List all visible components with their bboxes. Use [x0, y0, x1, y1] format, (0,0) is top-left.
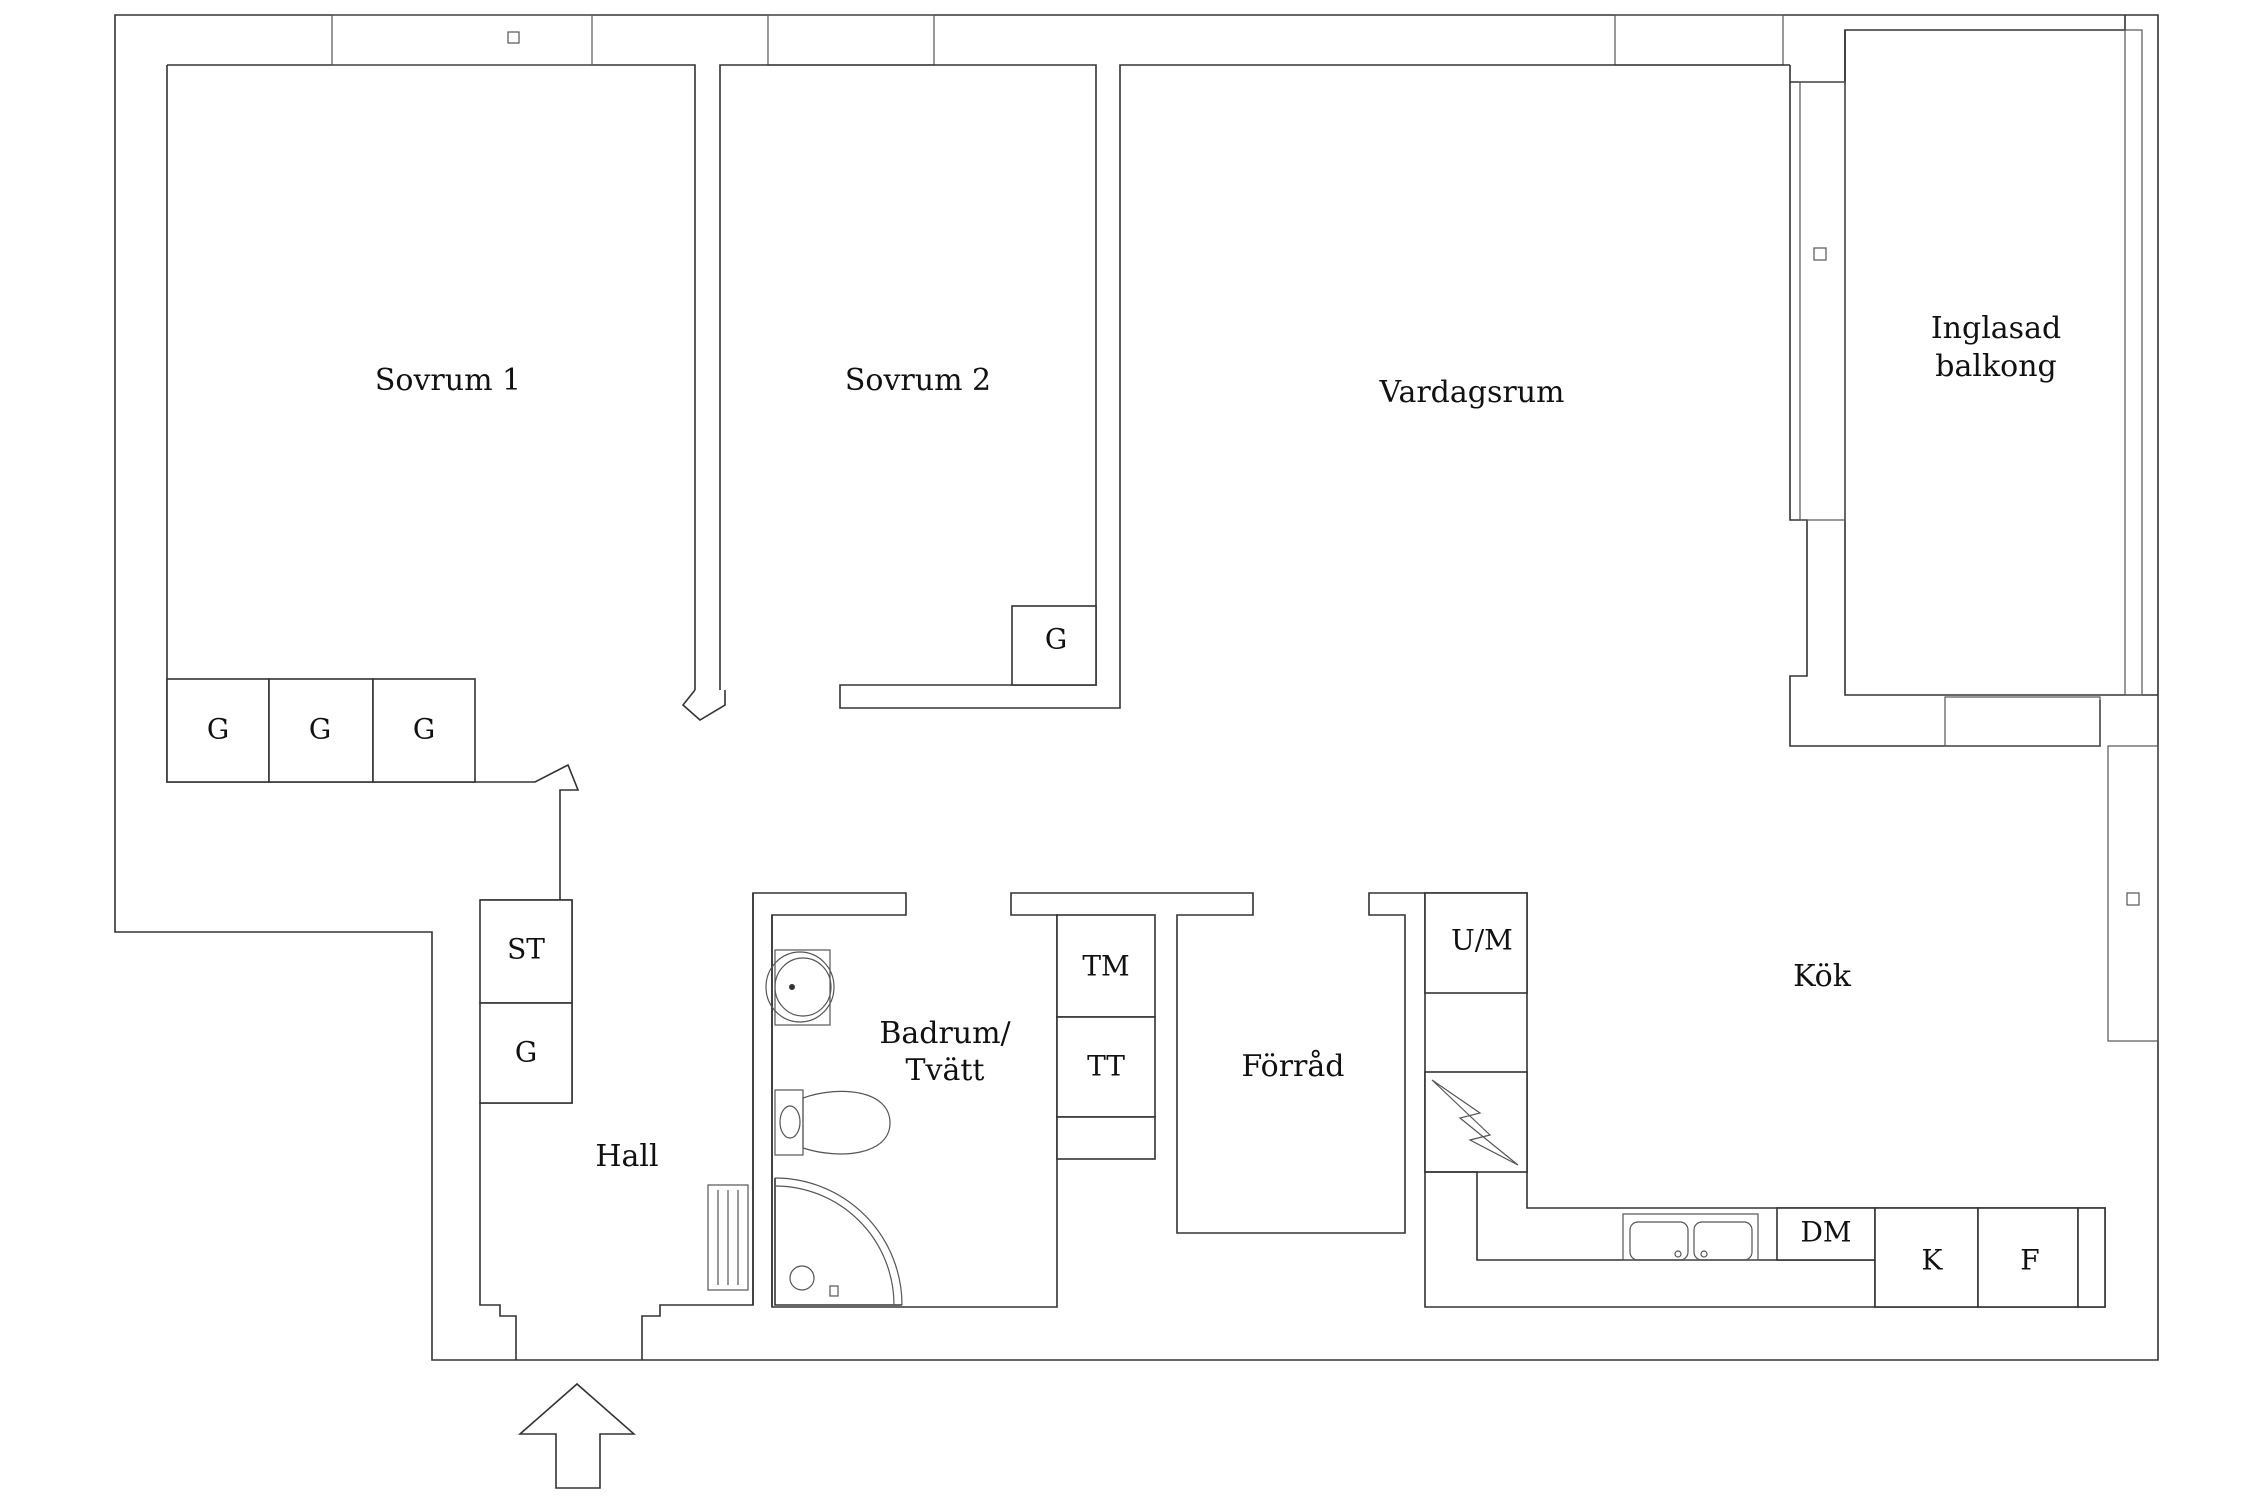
wardrobe-label-4: G — [1045, 623, 1067, 656]
room-label-forrad: Förråd — [1241, 1049, 1344, 1084]
room-label-balkong: balkong — [1935, 349, 2056, 384]
room-label-tvatt: Tvätt — [906, 1053, 985, 1088]
storage-label-st: ST — [507, 933, 545, 966]
room-label-vardagsrum: Vardagsrum — [1379, 375, 1565, 410]
bathroom — [752, 893, 1156, 1307]
shower-icon — [774, 1177, 903, 1306]
wardrobe-label-3: G — [413, 713, 435, 746]
wardrobe-label-2: G — [309, 713, 331, 746]
radiator-icon — [707, 1184, 749, 1291]
hall-walls — [479, 892, 1875, 1360]
bedroom-1-wardrobes — [166, 678, 726, 900]
entrance-arrow-icon — [517, 1382, 637, 1489]
appliance-label-k: K — [1922, 1244, 1944, 1277]
appliance-label-tm: TM — [1082, 950, 1129, 983]
washbasin-icon — [765, 949, 835, 1026]
room-label-kok: Kök — [1793, 959, 1852, 994]
room-label-sovrum-2: Sovrum 2 — [845, 363, 991, 398]
room-label-hall: Hall — [595, 1139, 658, 1174]
appliance-label-f: F — [2020, 1244, 2039, 1277]
room-label-badrum: Badrum/ — [879, 1016, 1011, 1051]
kitchen — [1424, 892, 2106, 1308]
balcony-walls — [1789, 15, 2159, 1042]
toilet-icon — [774, 1089, 891, 1156]
wardrobe-label-hall: G — [515, 1036, 537, 1069]
room-label-inglasad: Inglasad — [1931, 311, 2061, 346]
bedroom-2-walls — [719, 64, 1790, 709]
room-label-sovrum-1: Sovrum 1 — [375, 363, 521, 398]
kitchen-sink-icon — [1622, 1213, 1759, 1261]
stove-icon — [1424, 1071, 1528, 1173]
appliance-label-tt: TT — [1087, 1050, 1125, 1083]
wardrobe-label-1: G — [207, 713, 229, 746]
appliance-label-dm: DM — [1800, 1216, 1851, 1249]
appliance-label-um: U/M — [1451, 924, 1513, 957]
